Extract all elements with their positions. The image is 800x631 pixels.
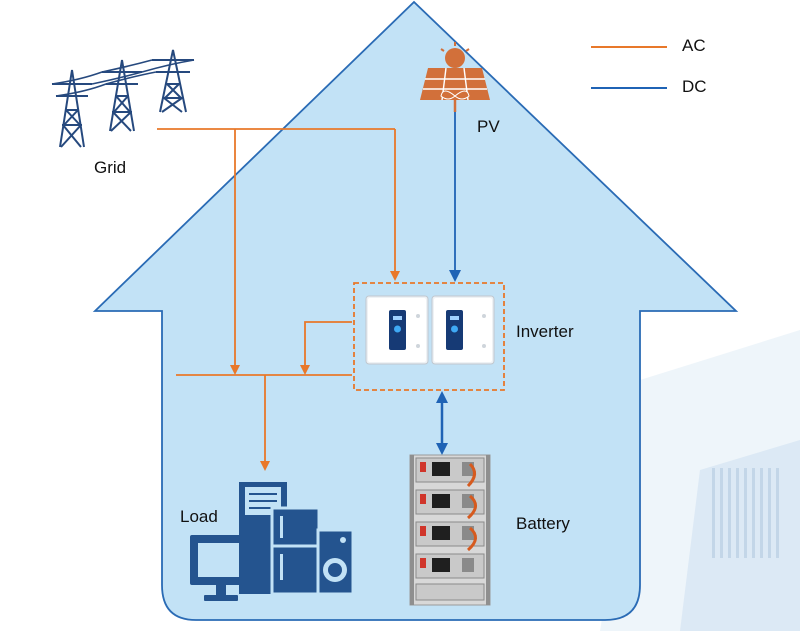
transmission-tower-icon	[51, 49, 195, 148]
dc-wiring	[436, 106, 461, 455]
ac-wiring	[157, 128, 505, 471]
inverter-label: Inverter	[516, 322, 574, 341]
battery-label: Battery	[516, 514, 570, 533]
background-decoration	[600, 330, 800, 631]
home-appliances-icon	[190, 482, 355, 601]
pv-label: PV	[477, 117, 500, 136]
solar-panel-icon	[420, 42, 490, 112]
battery-rack-icon	[409, 454, 491, 606]
inverter-icon	[365, 295, 495, 365]
load-label: Load	[180, 507, 218, 526]
legend	[591, 46, 667, 89]
legend-ac-label: AC	[682, 36, 706, 55]
grid-label: Grid	[94, 158, 127, 177]
inverter-enclosure	[353, 282, 505, 391]
legend-dc-label: DC	[682, 77, 707, 96]
